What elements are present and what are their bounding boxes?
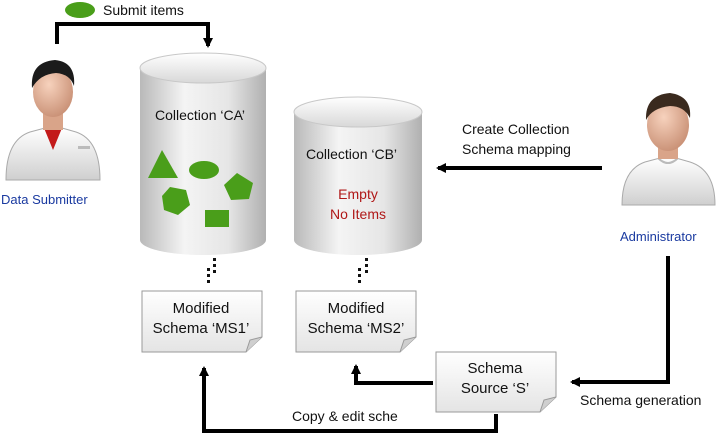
collection-cb-status-empty: Empty [338, 186, 378, 202]
legend-item-icon [65, 2, 95, 18]
collection-ca-title: Collection ‘CA’ [155, 107, 245, 123]
schema-ms2-line1: Modified [328, 300, 385, 317]
schema-generation-label: Schema generation [580, 392, 701, 408]
legend-submit-label: Submit items [103, 2, 184, 18]
schema-ms1-line1: Modified [173, 300, 230, 317]
submit-arrow [55, 22, 213, 48]
collection-cb-status-no-items: No Items [330, 206, 386, 222]
schema-ms1-line2: Schema ‘MS1’ [153, 320, 250, 337]
collection-cb-title: Collection ‘CB’ [306, 146, 397, 162]
schema-ms2-line2: Schema ‘MS2’ [308, 320, 405, 337]
schema-source-line2: Source ‘S’ [461, 380, 529, 397]
rectangle-item-icon [205, 210, 229, 227]
triangle-item-icon [148, 150, 178, 178]
schema-source-line1: Schema [467, 360, 523, 377]
copy-edit-label: Copy & edit sche [292, 408, 398, 424]
schema-source-document [435, 351, 557, 413]
create-mapping-label-line1: Create Collection [462, 121, 569, 137]
data-submitter-label: Data Submitter [1, 192, 88, 207]
ca-to-ms1-dotted-link [207, 258, 216, 283]
collection-cb-cylinder [293, 96, 423, 255]
source-to-ms1-arrow [199, 366, 498, 433]
collection-ca-cylinder [139, 52, 267, 255]
source-to-ms2-arrow [351, 364, 433, 385]
schema-ms1-document [141, 290, 263, 353]
cb-to-ms2-dotted-link [358, 258, 368, 283]
create-mapping-label-line2: Schema mapping [462, 141, 571, 157]
oval-item-icon [189, 161, 219, 179]
data-submitter-avatar [5, 60, 101, 181]
administrator-label: Administrator [620, 229, 697, 244]
pentagon-item-icon [224, 173, 253, 200]
hexagon-item-icon [162, 187, 190, 215]
collection-ca-items [148, 150, 253, 227]
administrator-avatar [621, 93, 716, 206]
schema-generation-arrow [570, 256, 670, 387]
schema-ms2-document [295, 290, 417, 353]
